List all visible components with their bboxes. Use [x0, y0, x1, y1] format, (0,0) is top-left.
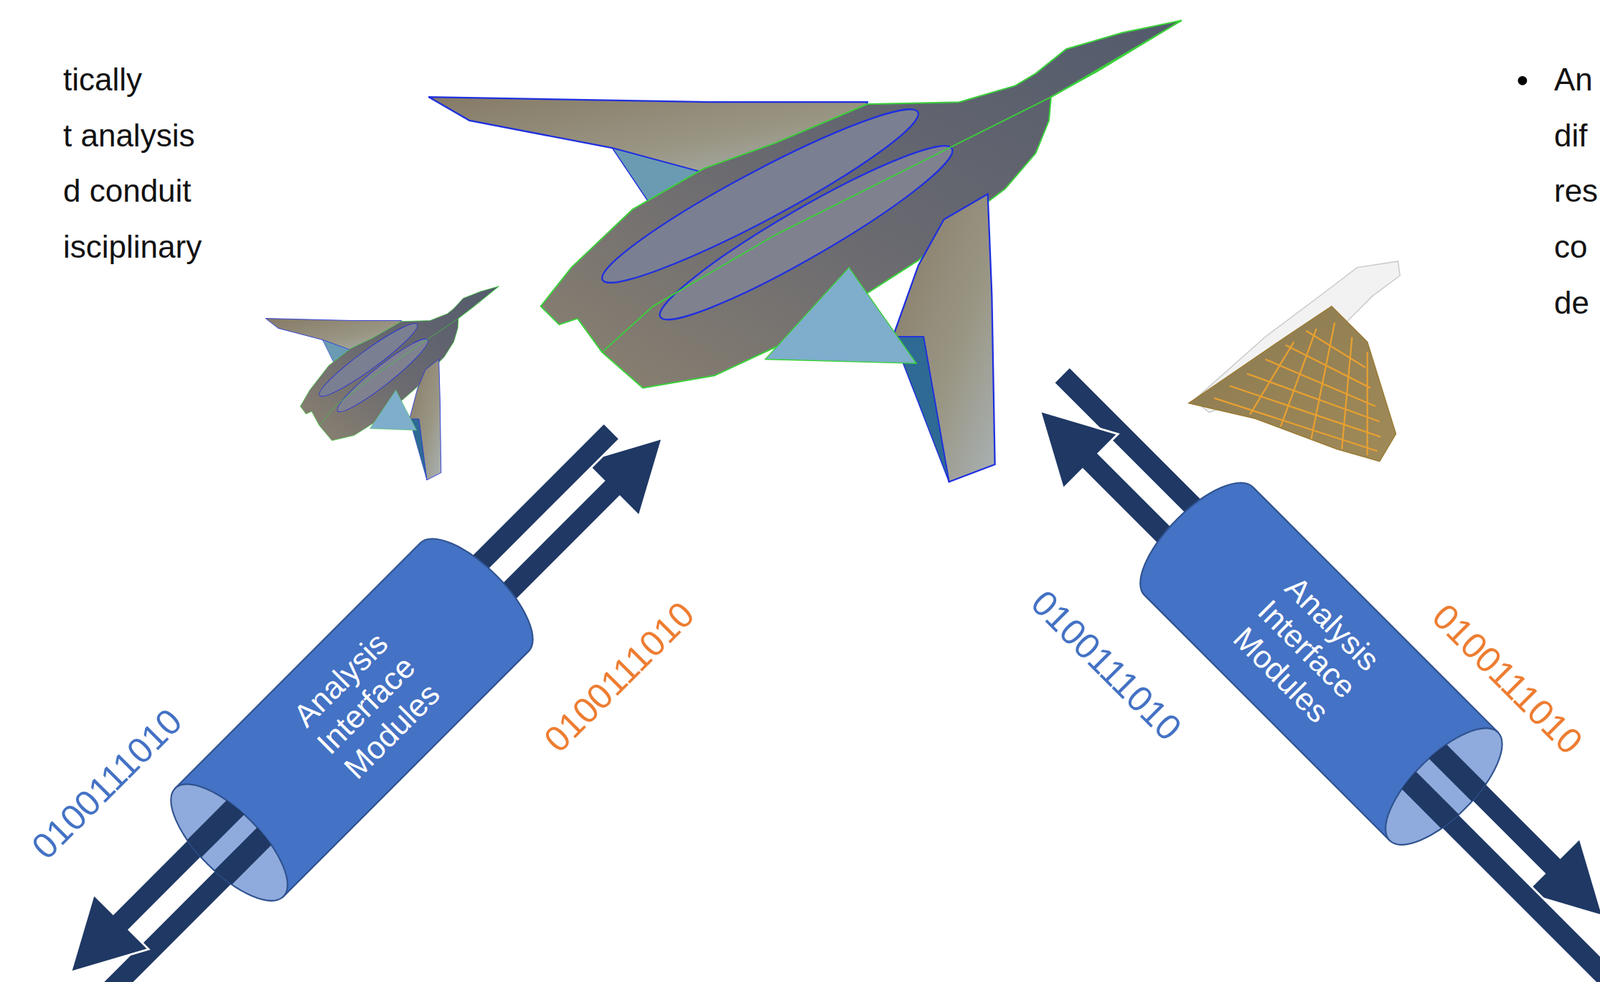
arrow-shaft: [1398, 769, 1461, 831]
rib-line: [1341, 336, 1352, 449]
note-text: co: [1554, 231, 1588, 263]
cylinder-opening: [153, 766, 305, 918]
flow-arrow: [1012, 383, 1600, 982]
arrow-shaft: [213, 825, 275, 887]
arrow-pass-through: [1398, 740, 1490, 832]
data-flow-arrows: [7, 381, 690, 982]
note-text: An: [1554, 63, 1593, 96]
cylinder-opening: [1368, 710, 1520, 862]
arrow-pass-through: [183, 796, 275, 888]
bullet-dot: [1518, 76, 1528, 86]
aircraft-model-small: [265, 286, 499, 480]
spar-line: [1246, 373, 1380, 422]
note-text: isciplinary: [63, 231, 202, 263]
wing-structure: [1188, 306, 1397, 462]
note-text: t analysis: [63, 119, 195, 152]
note-text: d conduit: [63, 175, 192, 207]
rib-line: [1366, 352, 1369, 456]
binary-stream: 0100111010: [538, 595, 701, 759]
rib-line: [1249, 341, 1294, 414]
spar-line: [1305, 330, 1365, 368]
note-text: res: [1554, 175, 1598, 207]
data-flow-arrows: [1005, 347, 1600, 982]
rib-line: [1280, 328, 1317, 427]
spar-grid: [1213, 322, 1381, 455]
structural-model: [1188, 261, 1400, 462]
note-text: de: [1554, 286, 1590, 319]
binary-stream: 0100111010: [25, 702, 189, 866]
rib-line: [1311, 322, 1336, 439]
note-text: dif: [1554, 119, 1588, 152]
aircraft-model: [428, 20, 1182, 482]
spar-line: [1213, 398, 1378, 452]
note-text: tically: [63, 63, 143, 96]
flow-arrow: [43, 403, 640, 982]
cylinder-node: Analysis Interface Modules: [153, 520, 551, 918]
cylinder-node: Analysis Interface Modules: [1122, 464, 1520, 862]
flow-arrow: [1033, 347, 1600, 944]
